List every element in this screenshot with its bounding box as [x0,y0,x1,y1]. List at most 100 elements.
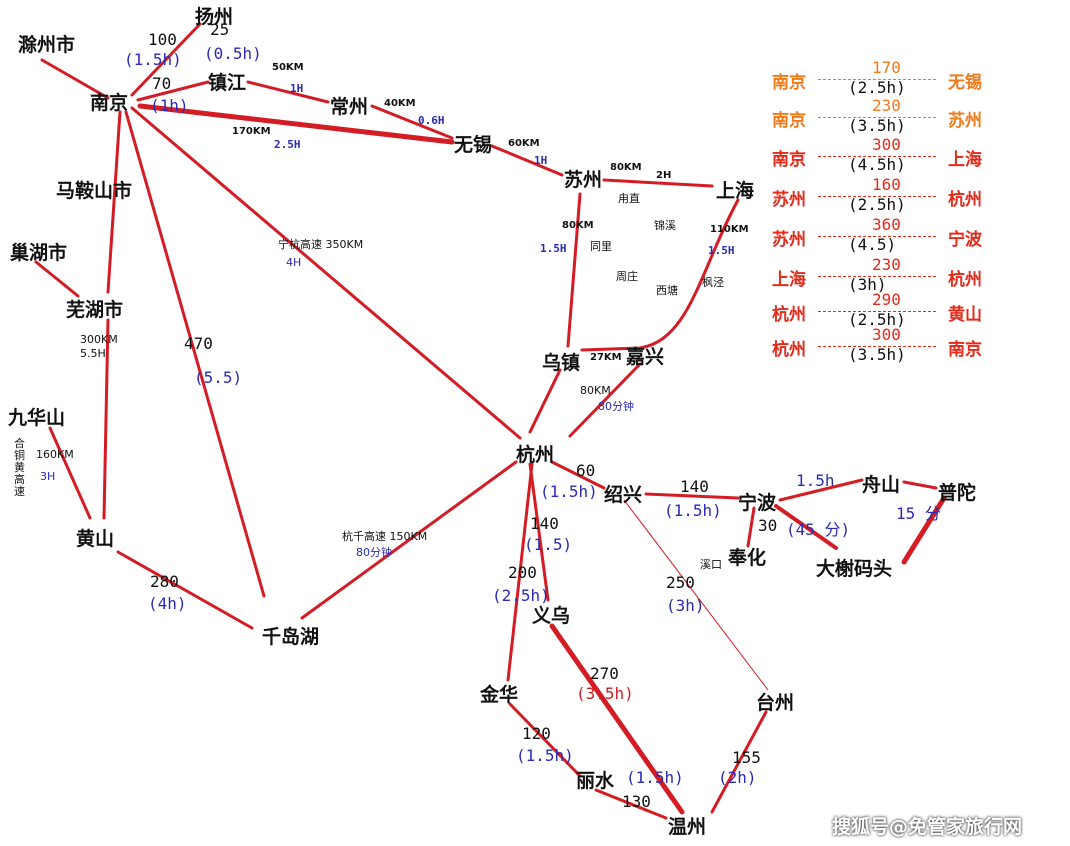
label-hangqian-time: 80分钟 [356,546,392,559]
legend-dashed-line [818,346,936,347]
label-changzhou-wuxi-km: 40KM [384,98,416,109]
legend-row: 南京 300 (4.5h) 上海 [772,135,992,183]
label-nanjing-zhenjiang-time: (1h) [150,96,189,115]
route-taizhou-wenzhou [710,710,768,814]
label-jinhua-lishui-time: (1.5h) [516,746,574,765]
city-wuzhen: 乌镇 [542,352,581,374]
label-nanjing-wuhu-time: 5.5H [80,347,106,360]
label-taizhou-wenzhou-km: 155 [732,748,761,767]
label-jiuhua-huangshan-km: 160KM [36,448,74,461]
route-nanjing-wuxi [137,103,455,145]
legend-row: 杭州 290 (2.5h) 黄山 [772,290,992,338]
legend-time: (4.5) [848,235,897,254]
route-shaoxing-taizhou [623,499,769,691]
legend-to: 黄山 [948,305,982,325]
legend-time: (2.5h) [848,78,906,97]
city-fenghua: 奉化 [728,547,767,569]
legend-distance: 170 [872,58,901,77]
legend-from: 上海 [772,270,806,290]
town-zhouzhuang: 周庄 [616,270,638,283]
legend-from: 南京 [772,73,806,93]
label-hangzhou-shaoxing-km: 60 [576,461,596,480]
route-hangzhou-shaoxing [550,460,606,490]
town-xitang: 西塘 [656,284,678,297]
legend-distance: 290 [872,290,901,309]
legend-time: (2.5h) [848,195,906,214]
watermark: 搜狐号@免管家旅行网 [832,816,1023,838]
legend-from: 苏州 [772,230,806,250]
route-hangzhou-yiwu [528,462,550,602]
legend-dashed-line [818,156,936,157]
city-chaohu: 巢湖市 [10,242,68,264]
label-ningbo-zhoushan-time: 1.5h [796,471,835,490]
legend-row: 杭州 300 (3.5h) 南京 [772,325,992,373]
route-ningbo-zhoushan [778,478,864,502]
label-suzhou-wuzhen-time: 1.5H [540,242,567,255]
city-jiaxing: 嘉兴 [626,346,665,368]
legend-to: 上海 [948,150,982,170]
legend-distance: 300 [872,135,901,154]
legend-time: (4.5h) [848,155,906,174]
route-changzhou-wuxi [370,104,454,140]
route-ningbo-daxie [774,504,838,550]
town-jinxi: 锦溪 [654,219,676,232]
route-jinhua-lishui [508,702,582,778]
town-luzhi: 甪直 [618,192,640,205]
label-nanjing-wuxi-km: 170KM [232,126,271,137]
legend-to: 苏州 [948,111,982,131]
label-nanjing-wuxi-time: 2.5H [274,138,301,151]
legend-time: (3h) [848,275,887,294]
route-huangshan-qiandaohu [116,550,254,630]
legend-time: (3.5h) [848,116,906,135]
route-putuo-daxie [901,495,947,565]
city-yiwu: 义乌 [532,605,571,627]
label-yangzhou-zhenjiang-time: (0.5h) [204,44,262,63]
city-zhoushan: 舟山 [862,474,901,496]
label-jinhua-lishui-km: 120 [522,724,551,743]
legend-row: 苏州 360 (4.5) 宁波 [772,215,992,263]
label-changzhou-wuxi-time: 0.6H [418,114,445,127]
route-nanjing-qiandaohu [124,110,266,598]
city-hangzhou: 杭州 [516,444,555,466]
label-jiaxing-hangzhou-time: 80分钟 [598,400,634,413]
label-shanghai-jiaxing-time: 1.5H [708,244,735,257]
city-suzhou: 苏州 [564,169,603,191]
label-shaoxing-ningbo-time: (1.5h) [664,501,722,520]
route-wuhu-huangshan [102,318,110,520]
route-nanjing-zhenjiang [136,80,210,102]
legend-dashed-line [818,79,936,80]
city-taizhou: 台州 [756,692,795,714]
city-wuxi: 无锡 [454,134,493,156]
legend-from: 杭州 [772,305,806,325]
legend-distance: 230 [872,255,901,274]
label-suzhou-shanghai-km: 80KM [610,162,642,173]
label-nanjing-wuhu-km: 300KM [80,333,118,346]
label-ningbo-daxie-time: (45 分) [786,520,851,539]
label-yiwu-wenzhou-time: (3.5h) [576,684,634,703]
label-taizhou-wenzhou-time: (2h) [718,768,757,787]
label-lishui-wenzhou-time: (1.5h) [626,768,684,787]
route-chuzhou-nanjing [40,58,110,100]
city-changzhou: 常州 [330,96,369,118]
town-tongli: 同里 [590,240,612,253]
label-huangshan-qdh-km: 280 [150,572,179,591]
label-nanjing-qiandaohu-time: (5.5) [194,368,243,387]
legend-to: 杭州 [948,190,982,210]
legend-row: 南京 230 (3.5h) 苏州 [772,96,992,144]
legend-dashed-line [818,117,936,118]
route-chaohu-wuhu [34,260,80,298]
legend-dashed-line [818,311,936,312]
city-yangzhou: 扬州 [195,6,234,28]
label-ninghang-time: 4H [286,256,302,269]
legend-from: 杭州 [772,340,806,360]
label-hangzhou-yiwu-time: (1.5) [524,535,573,554]
label-ningbo-daxie-km: 30 [758,516,778,535]
route-wuzhen-hangzhou [528,368,562,434]
legend-from: 苏州 [772,190,806,210]
route-qiandaohu-hangzhou [300,460,518,620]
label-nanjing-zhenjiang-km: 70 [152,74,172,93]
label-jiuhua-huangshan-time: 3H [40,470,56,483]
label-huangshan-qdh-time: (4h) [148,594,187,613]
label-suzhou-shanghai-time: 2H [656,170,672,181]
